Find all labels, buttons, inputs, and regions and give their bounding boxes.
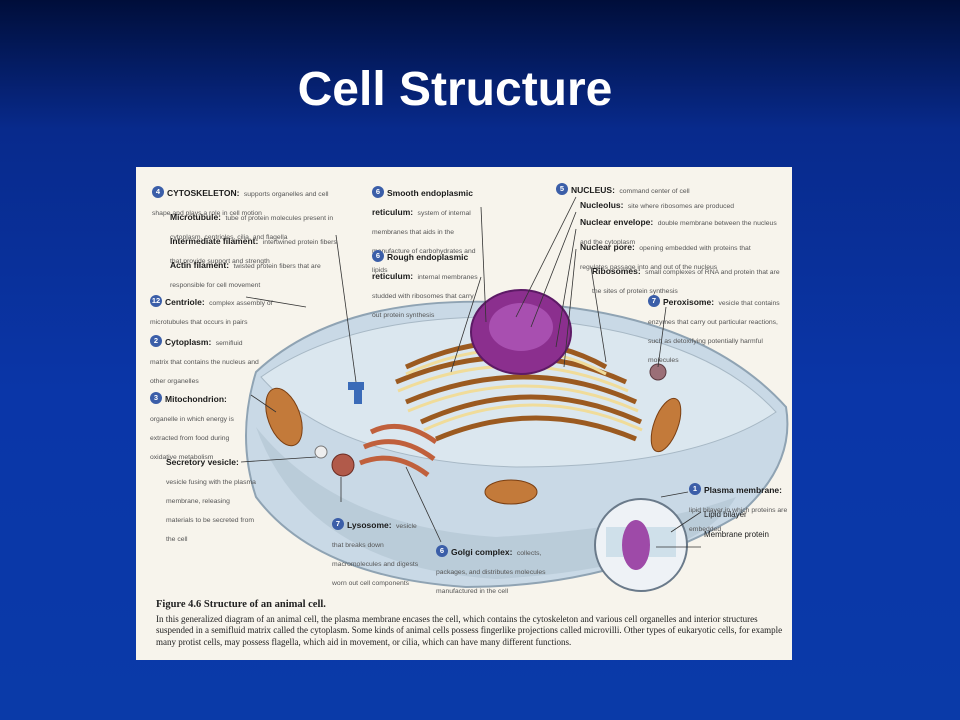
label-nuclear-envelope: Nuclear envelope: double membrane betwee… [580, 217, 777, 246]
membrane-protein [622, 520, 650, 570]
label-lipid-bilayer: Lipid bilayer [704, 510, 747, 519]
centriole [348, 382, 364, 390]
label-microtubule: Microtubule: tube of protein molecules p… [170, 212, 334, 241]
mitochondrion [484, 479, 538, 505]
label-nucleolus: Nucleolus: site where ribosomes are prod… [580, 200, 735, 210]
leader-lines [240, 196, 702, 548]
secretory-vesicle [314, 445, 328, 459]
label-intermediate-filament: Intermediate filament: intertwined prote… [170, 236, 337, 265]
cell-top-surface [260, 316, 777, 468]
nucleolus [489, 303, 553, 351]
slide-title: Cell Structure [297, 63, 613, 116]
caption-body: In this generalized diagram of an animal… [156, 614, 783, 647]
figure-caption: Figure 4.6 Structure of an animal cell. … [156, 599, 786, 648]
lysosome [331, 453, 355, 477]
label-membrane-protein: Membrane protein [704, 530, 769, 539]
label-ribosomes: Ribosomes: small complexes of RNA and pr… [592, 266, 780, 295]
label-nuclear-pore: Nuclear pore: opening embedded with prot… [580, 242, 751, 271]
caption-title: Figure 4.6 Structure of an animal cell. [156, 599, 326, 610]
label-secretory-vesicle: Secretory vesicle: vesicle fusing with t… [166, 457, 256, 543]
cell-illustration [240, 196, 789, 592]
golgi [359, 423, 438, 477]
mitochondrion [650, 397, 682, 453]
label-actin-filament: Actin filament: twisted protein fibers t… [170, 260, 321, 289]
mitochondrion [265, 387, 303, 447]
